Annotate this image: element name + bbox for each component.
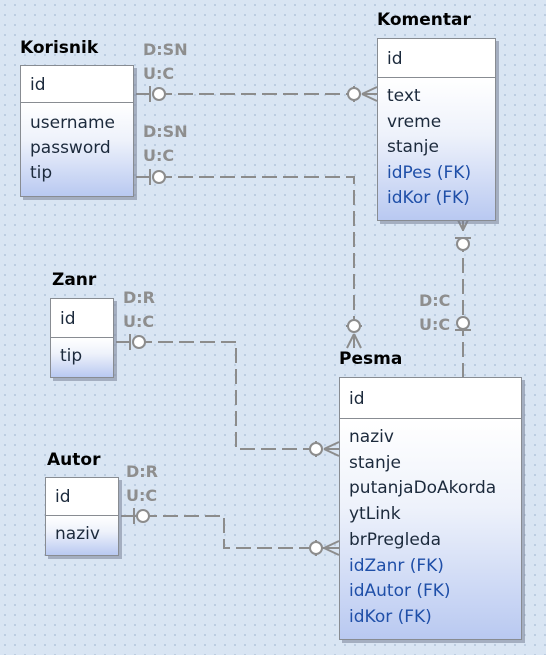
primary-key-attribute: id bbox=[387, 48, 403, 69]
optional-circle-marker bbox=[456, 237, 470, 251]
attribute: tip bbox=[30, 163, 53, 183]
delete-rule-label: D:SN bbox=[143, 122, 188, 141]
attribute-section: tip bbox=[51, 338, 113, 377]
optional-circle-marker bbox=[456, 316, 470, 330]
update-rule-label: U:C bbox=[143, 64, 175, 83]
crowsfoot-marker bbox=[346, 333, 362, 349]
optional-circle-marker bbox=[347, 87, 361, 101]
attribute: brPregleda bbox=[349, 529, 441, 550]
update-rule-label: U:C bbox=[143, 146, 175, 165]
attribute: stanje bbox=[349, 452, 401, 473]
entity-title: Pesma bbox=[339, 349, 403, 369]
attribute: tip bbox=[60, 346, 83, 366]
attribute: password bbox=[30, 138, 111, 158]
relationship-line bbox=[136, 176, 355, 348]
update-rule-label: U:C bbox=[419, 315, 451, 334]
relationship-line bbox=[116, 341, 339, 450]
foreign-key-attribute: idKor (FK) bbox=[387, 188, 470, 208]
attribute: ytLink bbox=[349, 504, 401, 525]
attribute-section: username password tip bbox=[21, 103, 133, 196]
foreign-key-attribute: idAutor (FK) bbox=[349, 581, 451, 602]
update-rule-label: U:C bbox=[123, 312, 155, 331]
primary-key-section: id bbox=[378, 39, 495, 78]
primary-key-section: id bbox=[21, 66, 133, 103]
attribute: naziv bbox=[55, 524, 100, 544]
attribute: text bbox=[387, 86, 421, 106]
entity-box[interactable]: id naziv stanje putanjaDoAkorda ytLink brPreg… bbox=[339, 377, 522, 640]
entity-box[interactable]: id tip bbox=[50, 298, 114, 378]
attribute: username bbox=[30, 113, 115, 133]
primary-key-attribute: id bbox=[60, 308, 76, 329]
attribute: naziv bbox=[349, 427, 394, 447]
crowsfoot-marker bbox=[361, 86, 378, 102]
attribute-section: naziv bbox=[46, 516, 118, 555]
attribute: putanjaDoAkorda bbox=[349, 478, 497, 499]
delete-rule-label: D:SN bbox=[143, 40, 188, 59]
entity-title: Komentar bbox=[377, 10, 471, 30]
attribute: vreme bbox=[387, 111, 442, 132]
entity-box[interactable]: id naziv bbox=[45, 477, 119, 556]
crowsfoot-marker bbox=[323, 540, 340, 556]
delete-rule-label: D:R bbox=[126, 462, 158, 481]
entity-box[interactable]: id text vreme stanje idPes (FK) idKor (FK) bbox=[377, 38, 496, 221]
update-rule-label: U:C bbox=[126, 486, 158, 505]
primary-key-section: id bbox=[51, 299, 113, 338]
optional-circle-marker bbox=[152, 87, 166, 101]
crowsfoot-marker bbox=[323, 441, 340, 457]
attribute-section: naziv stanje putanjaDoAkorda ytLink brPregle… bbox=[340, 419, 521, 639]
relationship-line bbox=[121, 515, 339, 549]
entity-title: Korisnik bbox=[20, 38, 99, 58]
attribute-section: text vreme stanje idPes (FK) idKor (FK) bbox=[378, 78, 495, 220]
primary-key-section: id bbox=[46, 478, 118, 516]
entity-title: Autor bbox=[47, 450, 101, 470]
primary-key-attribute: id bbox=[349, 388, 365, 409]
optional-circle-marker bbox=[347, 319, 361, 333]
foreign-key-attribute: idZanr (FK) bbox=[349, 555, 444, 576]
primary-key-attribute: id bbox=[55, 487, 71, 507]
primary-key-section: id bbox=[340, 378, 521, 419]
foreign-key-attribute: idKor (FK) bbox=[349, 606, 432, 627]
foreign-key-attribute: idPes (FK) bbox=[387, 162, 472, 183]
optional-circle-marker bbox=[132, 335, 146, 349]
optional-circle-marker bbox=[309, 541, 323, 555]
primary-key-attribute: id bbox=[30, 74, 46, 95]
entity-title: Zanr bbox=[52, 270, 97, 290]
delete-rule-label: D:R bbox=[123, 288, 155, 307]
entity-box[interactable]: id username password tip bbox=[20, 65, 134, 197]
optional-circle-marker bbox=[152, 170, 166, 184]
optional-circle-marker bbox=[136, 509, 150, 523]
delete-rule-label: D:C bbox=[419, 291, 451, 310]
optional-circle-marker bbox=[309, 442, 323, 456]
attribute: stanje bbox=[387, 137, 439, 157]
